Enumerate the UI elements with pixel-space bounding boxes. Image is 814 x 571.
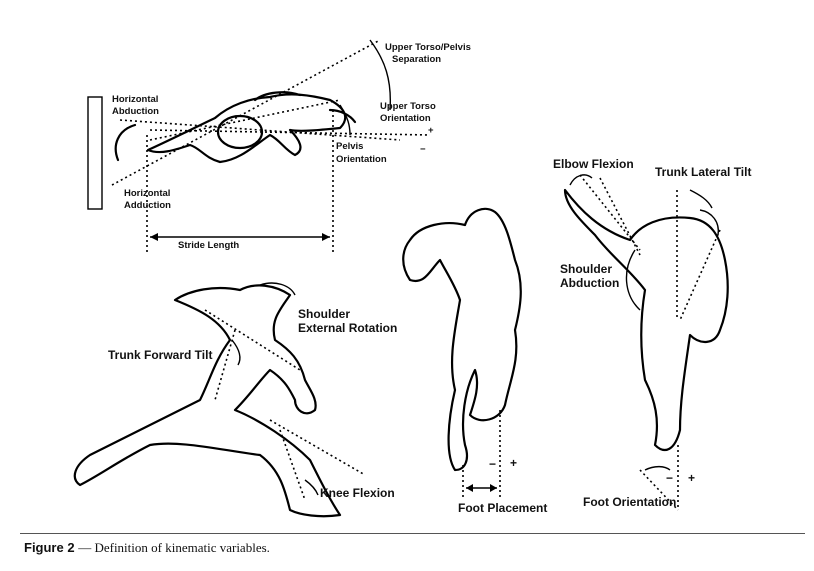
label-minus-top: − [420,144,426,155]
label-horizontal-abduction: Horizontal [112,94,158,105]
caption-text: — Definition of kinematic variables. [78,540,270,555]
label-plus-foot-placement: + [510,456,517,470]
label-upper-torso-orientation-2: Orientation [380,113,431,124]
label-minus-foot-placement: − [489,457,496,471]
label-shoulder-abduction-2: Abduction [560,276,619,290]
label-trunk-lateral-tilt: Trunk Lateral Tilt [655,165,751,179]
lateral-figure [563,174,729,511]
label-pelvis-orientation: Pelvis [336,141,363,152]
label-pelvis-orientation-2: Orientation [336,154,387,165]
label-horizontal-adduction: Horizontal [124,188,170,199]
label-foot-orientation: Foot Orientation [583,495,676,509]
caption-label: Figure 2 [24,540,75,555]
caption-divider [20,533,805,534]
label-foot-placement: Foot Placement [458,501,547,515]
label-plus-top: + [428,125,434,136]
label-upper-torso-pelvis-separation-2: Separation [392,54,441,65]
foot-placement-figure [402,207,522,500]
stride-figure [73,282,366,518]
label-knee-flexion: Knee Flexion [320,486,395,500]
label-trunk-forward-tilt: Trunk Forward Tilt [108,348,212,362]
label-plus-foot-orientation: + [688,471,695,485]
label-shoulder-external-rotation: Shoulder [298,307,350,321]
label-horizontal-abduction-2: Abduction [112,106,159,117]
label-horizontal-adduction-2: Adduction [124,200,171,211]
label-stride-length: Stride Length [178,240,239,251]
label-shoulder-abduction: Shoulder [560,262,612,276]
label-shoulder-external-rotation-2: External Rotation [298,321,397,335]
label-minus-foot-orientation: − [666,471,673,485]
top-view-figure [87,39,431,255]
label-upper-torso-orientation: Upper Torso [380,101,436,112]
label-elbow-flexion: Elbow Flexion [553,157,634,171]
figure-caption: Figure 2 — Definition of kinematic varia… [24,540,270,556]
pitching-rubber [87,96,103,210]
label-upper-torso-pelvis-separation: Upper Torso/Pelvis [385,42,471,53]
